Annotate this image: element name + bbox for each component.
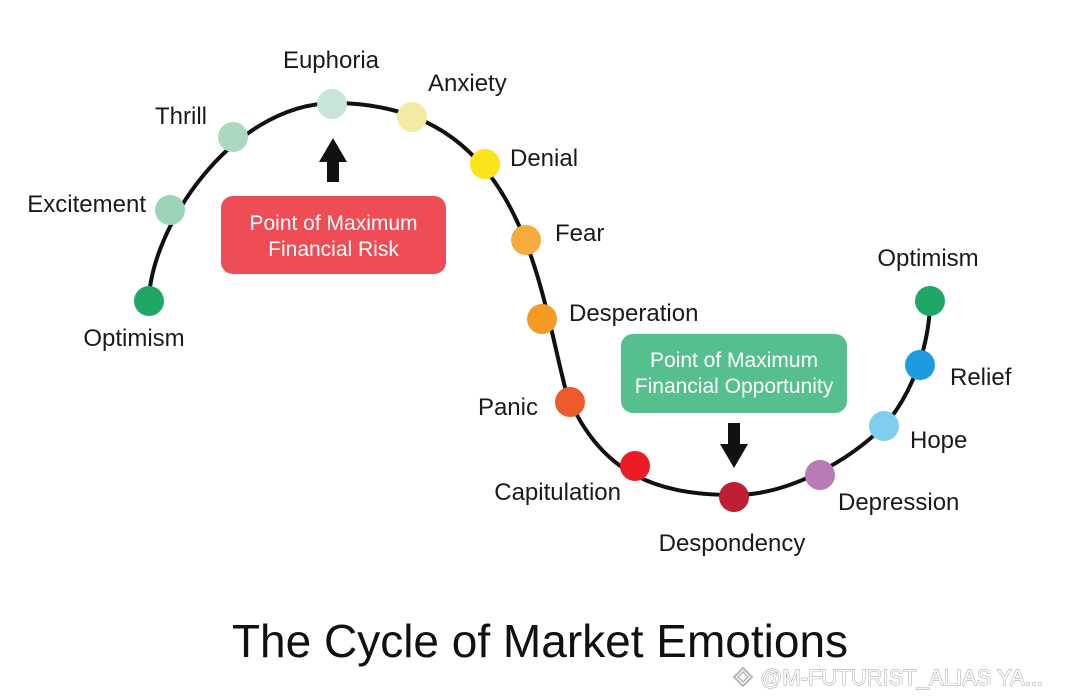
stage-label-fear: Fear [555, 220, 604, 247]
stage-nodes: Optimism Excitement Thrill EuphoriaAnxietyD… [27, 47, 1011, 557]
stage-euphoria: Euphoria [283, 47, 380, 119]
stage-dot-fear [511, 225, 541, 255]
max-risk-callout: Point of Maximum Financial Risk [221, 138, 446, 274]
stage-dot-optimism-end [915, 286, 945, 316]
stage-label-euphoria: Euphoria [283, 47, 380, 74]
stage-label-hope: Hope [910, 427, 967, 454]
stage-panic: Panic [478, 387, 585, 421]
stage-label-thrill: Thrill [155, 103, 207, 130]
stage-label-denial: Denial [510, 145, 578, 172]
stage-dot-desperation [527, 304, 557, 334]
stage-depression: Depression [805, 460, 959, 516]
stage-denial: Denial [470, 145, 578, 179]
stage-dot-panic [555, 387, 585, 417]
stage-label-capitulation: Capitulation [494, 479, 621, 506]
stage-thrill: Thrill [155, 103, 248, 152]
stage-capitulation: Capitulation [494, 451, 650, 506]
stage-excitement: Excitement [27, 191, 185, 225]
max-opportunity-box [621, 334, 847, 413]
diagram-title: The Cycle of Market Emotions [232, 615, 848, 667]
stage-dot-relief [905, 350, 935, 380]
stage-despondency: Despondency [659, 482, 806, 557]
stage-label-relief: Relief [950, 364, 1012, 391]
stage-hope: Hope [869, 411, 967, 454]
max-risk-box [221, 196, 446, 274]
stage-label-excitement: Excitement [27, 191, 146, 218]
stage-label-optimism-start: Optimism [83, 325, 184, 352]
max-opportunity-text-line-2: Financial Opportunity [635, 375, 834, 398]
stage-dot-anxiety [397, 102, 427, 132]
stage-dot-depression [805, 460, 835, 490]
stage-label-despondency: Despondency [659, 530, 806, 557]
stage-label-optimism-end: Optimism [877, 245, 978, 272]
stage-dot-excitement [155, 195, 185, 225]
stage-fear: Fear [511, 220, 604, 255]
stage-dot-despondency [719, 482, 749, 512]
stage-relief: Relief [905, 350, 1012, 391]
watermark-logo-icon [732, 666, 754, 688]
stage-dot-denial [470, 149, 500, 179]
stage-anxiety: Anxiety [397, 70, 507, 132]
stage-label-panic: Panic [478, 394, 538, 421]
stage-label-desperation: Desperation [569, 300, 698, 327]
max-opportunity-callout: Point of Maximum Financial Opportunity [621, 334, 847, 468]
stage-desperation: Desperation [527, 300, 698, 334]
stage-dot-hope [869, 411, 899, 441]
down-arrow-icon [720, 423, 748, 468]
stage-dot-euphoria [317, 89, 347, 119]
stage-optimism-start: Optimism [83, 286, 185, 352]
watermark: @M-FUTURIST_ALIAS YA... [732, 665, 1044, 690]
stage-dot-capitulation [620, 451, 650, 481]
stage-label-anxiety: Anxiety [428, 70, 507, 97]
max-opportunity-text-line-1: Point of Maximum [650, 349, 818, 372]
up-arrow-icon [319, 138, 347, 182]
stage-optimism-end: Optimism [877, 245, 979, 316]
max-risk-text-line-1: Point of Maximum [249, 212, 417, 235]
watermark-text: @M-FUTURIST_ALIAS YA... [760, 665, 1043, 690]
cycle-curve [147, 100, 932, 498]
max-risk-text-line-2: Financial Risk [268, 238, 399, 261]
stage-dot-thrill [218, 122, 248, 152]
stage-dot-optimism-start [134, 286, 164, 316]
stage-label-depression: Depression [838, 489, 959, 516]
